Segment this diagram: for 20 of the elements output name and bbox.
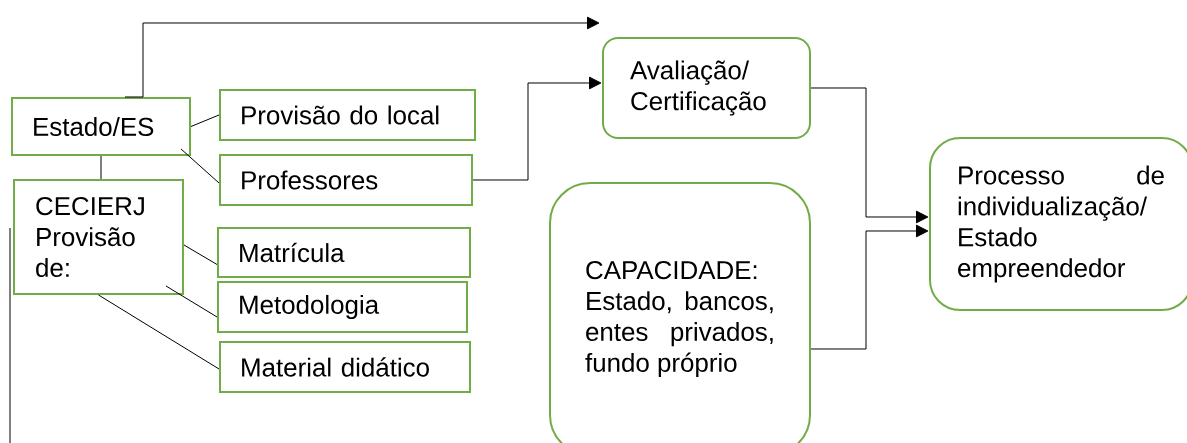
text-box: Metodologia (217, 281, 468, 333)
connector-line (180, 148, 220, 184)
arrow (472, 76, 602, 181)
text-box: Material didático (219, 341, 471, 393)
connector-line (190, 114, 220, 127)
arrow (810, 87, 929, 224)
rounded-box: Processo de individualização/ Estado empreendedor (929, 137, 1187, 311)
connector-line (165, 285, 218, 318)
arrow (810, 224, 929, 350)
text-box: Estado/ES (11, 97, 191, 156)
rounded-box: Avaliação/ Certificação (602, 37, 811, 139)
rounded-box: CAPACIDADE: Estado, bancos, entes privados, fundo próprio (549, 182, 811, 443)
connector-line (98, 294, 220, 370)
connector-line (183, 244, 218, 265)
text-box: Provisão do local (219, 89, 476, 141)
text-box: Matrícula (217, 227, 471, 278)
arrow (124, 16, 600, 98)
connector-line (100, 155, 102, 180)
text-box: CECIERJ Provisão de: (13, 179, 184, 295)
text-box: Professores (219, 154, 473, 206)
